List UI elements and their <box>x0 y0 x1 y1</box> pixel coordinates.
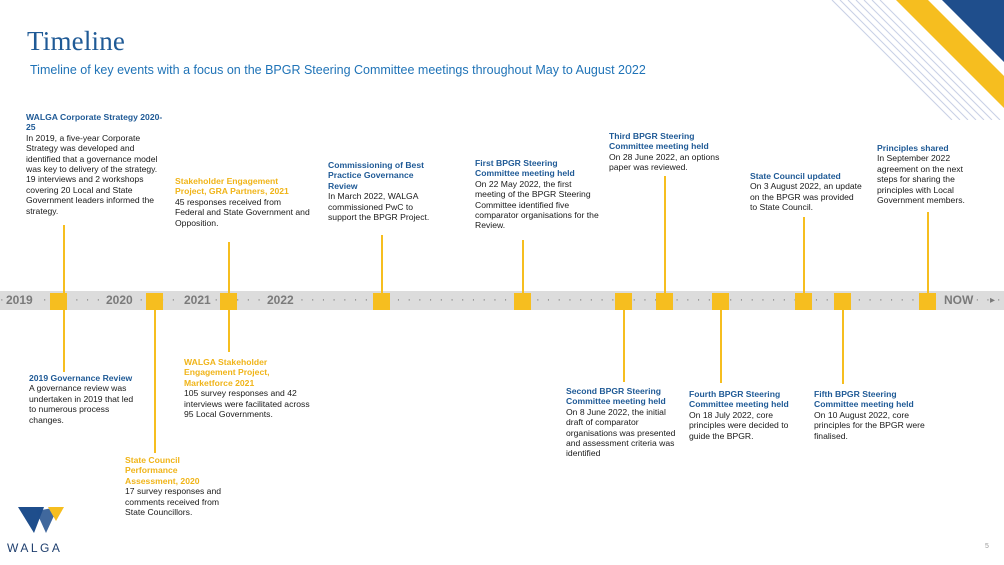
event-heading: Third BPGR Steering Committee meeting he… <box>609 131 709 152</box>
year-label-2022: 2022 <box>265 292 296 309</box>
event-body: In September 2022 agreement on the next … <box>877 153 965 206</box>
timeline-dots: · · · · · · · · · · · · · · · · · · · · … <box>0 294 1004 306</box>
stem-corporate-strategy <box>63 225 65 293</box>
stem-second-meeting <box>623 310 625 382</box>
event-heading: Fourth BPGR Steering Committee meeting h… <box>689 389 789 410</box>
timeline-marker <box>615 293 632 310</box>
page-subtitle: Timeline of key events with a focus on t… <box>30 63 646 77</box>
timeline-marker <box>795 293 812 310</box>
event-heading: Principles shared <box>877 143 949 153</box>
year-label-2020: 2020 <box>104 292 135 309</box>
event-body: In 2019, a five-year Corporate Strategy … <box>26 132 158 216</box>
timeline-marker <box>919 293 936 310</box>
timeline-marker <box>712 293 729 310</box>
event-gra-partners: Stakeholder Engagement Project, GRA Part… <box>175 176 310 228</box>
event-heading: Stakeholder Engagement Project, GRA Part… <box>175 176 289 197</box>
event-heading: Fifth BPGR Steering Committee meeting he… <box>814 389 914 410</box>
event-fifth-meeting: Fifth BPGR Steering Committee meeting he… <box>814 389 926 441</box>
event-principles-shared: Principles shared In September 2022 agre… <box>877 143 979 205</box>
timeline-marker <box>50 293 67 310</box>
corner-decoration <box>831 0 1004 120</box>
stem-governance-review <box>63 310 65 372</box>
event-second-meeting: Second BPGR Steering Committee meeting h… <box>566 386 678 459</box>
timeline-band <box>0 291 1004 310</box>
stem-fifth-meeting <box>842 310 844 384</box>
stem-marketforce <box>228 310 230 352</box>
now-label: NOW <box>942 292 976 309</box>
timeline-marker <box>656 293 673 310</box>
timeline-marker <box>373 293 390 310</box>
event-body: A governance review was undertaken in 20… <box>29 383 134 425</box>
stem-gra-partners <box>228 242 230 293</box>
timeline-marker <box>834 293 851 310</box>
page-number: 5 <box>985 543 989 550</box>
timeline-marker <box>514 293 531 310</box>
year-label-2019: 2019 <box>4 292 35 309</box>
event-heading: State Council updated <box>750 171 841 181</box>
stem-third-meeting <box>664 176 666 293</box>
event-heading: First BPGR Steering Committee meeting he… <box>475 158 575 179</box>
stem-state-council-updated <box>803 217 805 293</box>
event-governance-review: 2019 Governance Review A governance revi… <box>29 373 134 425</box>
stem-first-meeting <box>522 240 524 293</box>
event-third-meeting: Third BPGR Steering Committee meeting he… <box>609 131 729 173</box>
timeline-marker <box>220 293 237 310</box>
timeline-marker <box>146 293 163 310</box>
event-body: 17 survey responses and comments receive… <box>125 486 222 518</box>
event-corporate-strategy: WALGA Corporate Strategy 2020-25 In 2019… <box>26 112 166 216</box>
event-heading: 2019 Governance Review <box>29 373 133 383</box>
stem-commissioning <box>381 235 383 293</box>
timeline-arrow-icon: ▸ <box>990 295 996 306</box>
event-first-meeting: First BPGR Steering Committee meeting he… <box>475 158 603 231</box>
event-commissioning: Commissioning of Best Practice Governanc… <box>328 160 440 222</box>
event-body: On 10 August 2022, core principles for t… <box>814 409 925 441</box>
stem-state-council-assessment <box>154 310 156 453</box>
page-title: Timeline <box>27 26 126 56</box>
walga-logo-icon <box>18 507 64 533</box>
event-fourth-meeting: Fourth BPGR Steering Committee meeting h… <box>689 389 801 441</box>
event-body: On 18 July 2022, core principles were de… <box>689 409 789 441</box>
event-heading: WALGA Corporate Strategy 2020-25 <box>26 112 163 133</box>
event-body: On 28 June 2022, an options paper was re… <box>609 151 720 173</box>
event-body: In March 2022, WALGA commissioned PwC to… <box>328 191 430 223</box>
event-body: On 3 August 2022, an update on the BPGR … <box>750 181 862 213</box>
stem-fourth-meeting <box>720 310 722 383</box>
event-state-council-assessment: State Council Performance Assessment, 20… <box>125 455 230 517</box>
event-body: 45 responses received from Federal and S… <box>175 196 310 228</box>
event-heading: Commissioning of Best Practice Governanc… <box>328 160 424 191</box>
event-heading: State Council Performance Assessment, 20… <box>125 455 200 486</box>
event-body: 105 survey responses and 42 interviews w… <box>184 388 310 420</box>
event-marketforce: WALGA Stakeholder Engagement Project, Ma… <box>184 357 314 419</box>
stem-principles-shared <box>927 212 929 293</box>
event-state-council-updated: State Council updated On 3 August 2022, … <box>750 171 862 213</box>
event-heading: Second BPGR Steering Committee meeting h… <box>566 386 666 407</box>
year-label-2021: 2021 <box>182 292 213 309</box>
event-body: On 8 June 2022, the initial draft of com… <box>566 406 676 459</box>
event-body: On 22 May 2022, the first meeting of the… <box>475 178 599 231</box>
walga-logo-text: WALGA <box>7 541 63 555</box>
event-heading: WALGA Stakeholder Engagement Project, Ma… <box>184 357 270 388</box>
